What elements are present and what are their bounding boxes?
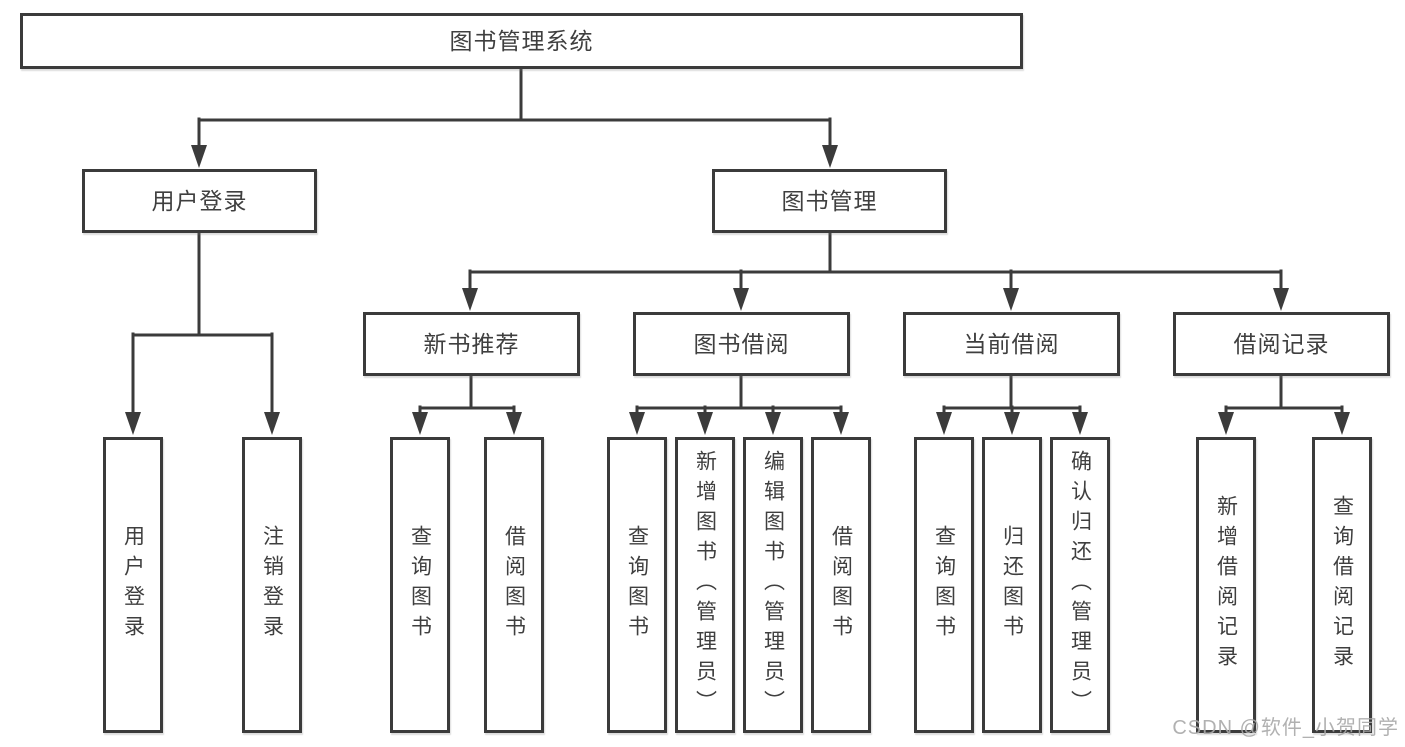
leaf-user-login: 用户登录: [103, 437, 163, 733]
leaf-current-confirm-return-admin: 确认归还（管理员）: [1050, 437, 1110, 733]
connector-user-login-children: [125, 231, 280, 435]
csdn-watermark: CSDN @软件_小贺同学: [1172, 717, 1399, 739]
node-library-management-system: 图书管理系统: [20, 13, 1023, 69]
arrowhead: [697, 412, 713, 435]
arrowhead: [765, 412, 781, 435]
leaf-borrowing-query-book: 查询图书: [607, 437, 667, 733]
arrowhead: [936, 412, 952, 435]
connector-book-mgmt-children: [462, 231, 1289, 311]
connector-root-to-level2: [191, 67, 838, 168]
leaf-borrowing-borrow-book: 借阅图书: [811, 437, 871, 733]
arrowhead: [1003, 288, 1019, 311]
node-book-management: 图书管理: [712, 169, 947, 233]
leaf-newrec-query-book: 查询图书: [390, 437, 450, 733]
arrowhead: [1072, 412, 1088, 435]
leaf-borrowing-add-book-admin: 新增图书（管理员）: [675, 437, 735, 733]
node-user-login: 用户登录: [82, 169, 317, 233]
arrowhead: [1218, 412, 1234, 435]
node-new-book-recommendation: 新书推荐: [363, 312, 580, 376]
connector-current-borrow-children: [936, 374, 1088, 435]
node-book-borrowing: 图书借阅: [633, 312, 850, 376]
arrowhead: [833, 412, 849, 435]
leaf-current-query-book: 查询图书: [914, 437, 974, 733]
connector-borrow-records-children: [1218, 374, 1350, 435]
connector-new-book-rec-children: [412, 374, 522, 435]
leaf-borrowing-edit-book-admin: 编辑图书（管理员）: [743, 437, 803, 733]
node-borrowing-records: 借阅记录: [1173, 312, 1390, 376]
leaf-records-add-record: 新增借阅记录: [1196, 437, 1256, 733]
leaf-newrec-borrow-book: 借阅图书: [484, 437, 544, 733]
arrowhead: [462, 288, 478, 311]
leaf-records-query-record: 查询借阅记录: [1312, 437, 1372, 733]
arrowhead: [822, 145, 838, 168]
connector-book-borrow-children: [629, 374, 849, 435]
leaf-current-return-book: 归还图书: [982, 437, 1042, 733]
arrowhead: [1273, 288, 1289, 311]
arrowhead: [1334, 412, 1350, 435]
arrowhead: [125, 412, 141, 435]
arrowhead: [733, 288, 749, 311]
leaf-logout: 注销登录: [242, 437, 302, 733]
node-current-borrowing: 当前借阅: [903, 312, 1120, 376]
arrowhead: [629, 412, 645, 435]
arrowhead: [1004, 412, 1020, 435]
arrowhead: [412, 412, 428, 435]
arrowhead: [506, 412, 522, 435]
arrowhead: [191, 145, 207, 168]
arrowhead: [264, 412, 280, 435]
